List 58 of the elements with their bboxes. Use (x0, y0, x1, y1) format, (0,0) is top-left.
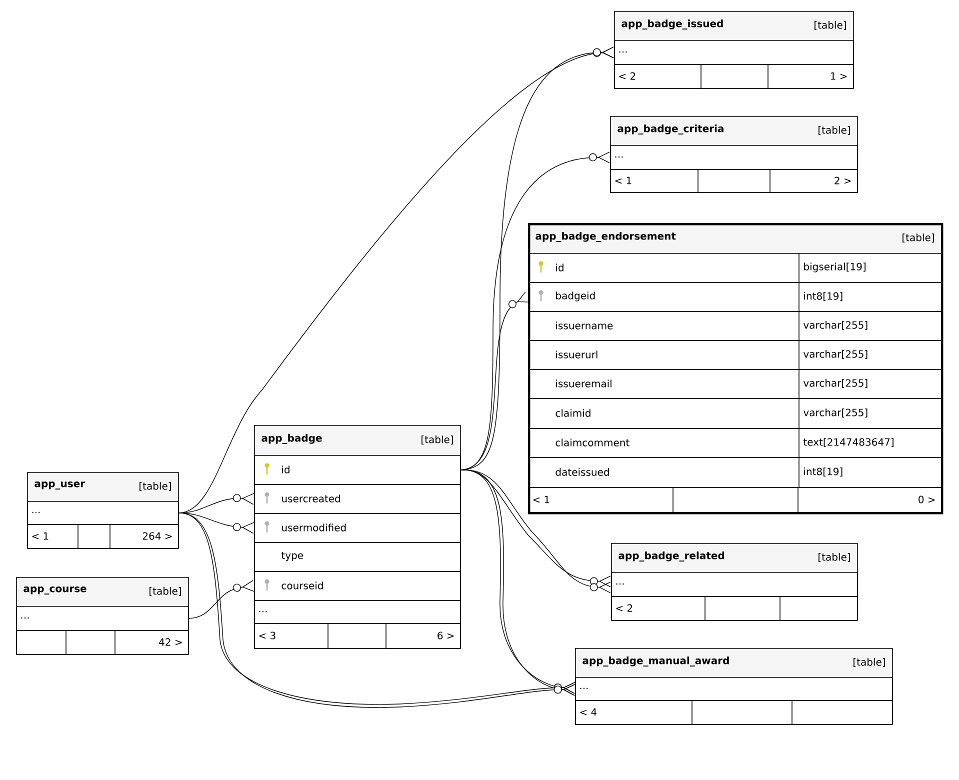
row-count: 1 > (830, 72, 847, 80)
column-name: claimid (556, 409, 590, 417)
column-name: issueremail (556, 380, 612, 388)
column-name: usermodified (282, 524, 346, 532)
column-name: ... (619, 51, 627, 53)
column-name: claimcomment (556, 438, 630, 446)
table-name: app_user (34, 482, 86, 490)
column-name: ... (21, 617, 29, 619)
row-count: < 1 (32, 532, 48, 540)
column-name: ... (580, 688, 588, 690)
table-name: app_course (24, 586, 86, 594)
column-name: id (282, 466, 290, 474)
column-name: ... (259, 610, 267, 612)
row-count: 6 > (438, 632, 454, 640)
row-count: 42 > (159, 638, 182, 646)
row-count: 264 > (142, 532, 172, 540)
row-count: 2 > (834, 176, 851, 184)
column-name: issuerurl (556, 350, 598, 358)
table-name: app_badge_endorsement (536, 232, 676, 242)
column-type: varchar[255] (804, 350, 868, 359)
table-type-label: [table] (150, 587, 181, 596)
column-name: ... (32, 512, 40, 514)
column-type: int8[19] (804, 468, 842, 476)
relationship-line (188, 580, 255, 619)
column-type: bigserial[19] (804, 262, 866, 272)
column-type: int8[19] (804, 292, 842, 301)
row-count: < 1 (615, 176, 632, 184)
column-name: courseid (282, 582, 323, 590)
column-name: ... (615, 156, 623, 158)
row-count: < 1 (533, 496, 550, 504)
table-type-label: [table] (818, 553, 850, 562)
table-name: app_badge (262, 434, 322, 444)
column-type: text[2147483647] (803, 438, 894, 447)
table-type-label: [table] (422, 436, 453, 444)
column-name: badgeid (556, 292, 595, 302)
column-name: ... (616, 583, 624, 585)
table-name: app_badge_issued (622, 20, 723, 30)
column-name: id (556, 264, 564, 272)
table-type-label: [table] (140, 482, 171, 491)
column-type: varchar[255] (804, 408, 868, 418)
table-name: app_badge_criteria (618, 124, 724, 134)
row-count: < 3 (259, 632, 276, 640)
column-name: issuername (556, 322, 613, 330)
table-type-label: [table] (854, 658, 885, 667)
column-name: type (281, 552, 304, 562)
row-count: 0 > (918, 496, 935, 504)
column-name: usercreated (282, 494, 340, 502)
row-count: < 4 (580, 708, 597, 716)
column-type: varchar[255] (804, 379, 868, 388)
column-name: dateissued (556, 468, 609, 476)
table-type-label: [table] (902, 234, 934, 242)
table-name: app_badge_manual_award (582, 656, 729, 666)
row-count: < 2 (616, 604, 632, 612)
column-type: varchar[255] (804, 321, 868, 330)
row-count: < 2 (619, 72, 636, 80)
table-type-label: [table] (814, 21, 846, 30)
table-name: app_badge_related (618, 552, 724, 562)
table-type-label: [table] (818, 126, 850, 135)
